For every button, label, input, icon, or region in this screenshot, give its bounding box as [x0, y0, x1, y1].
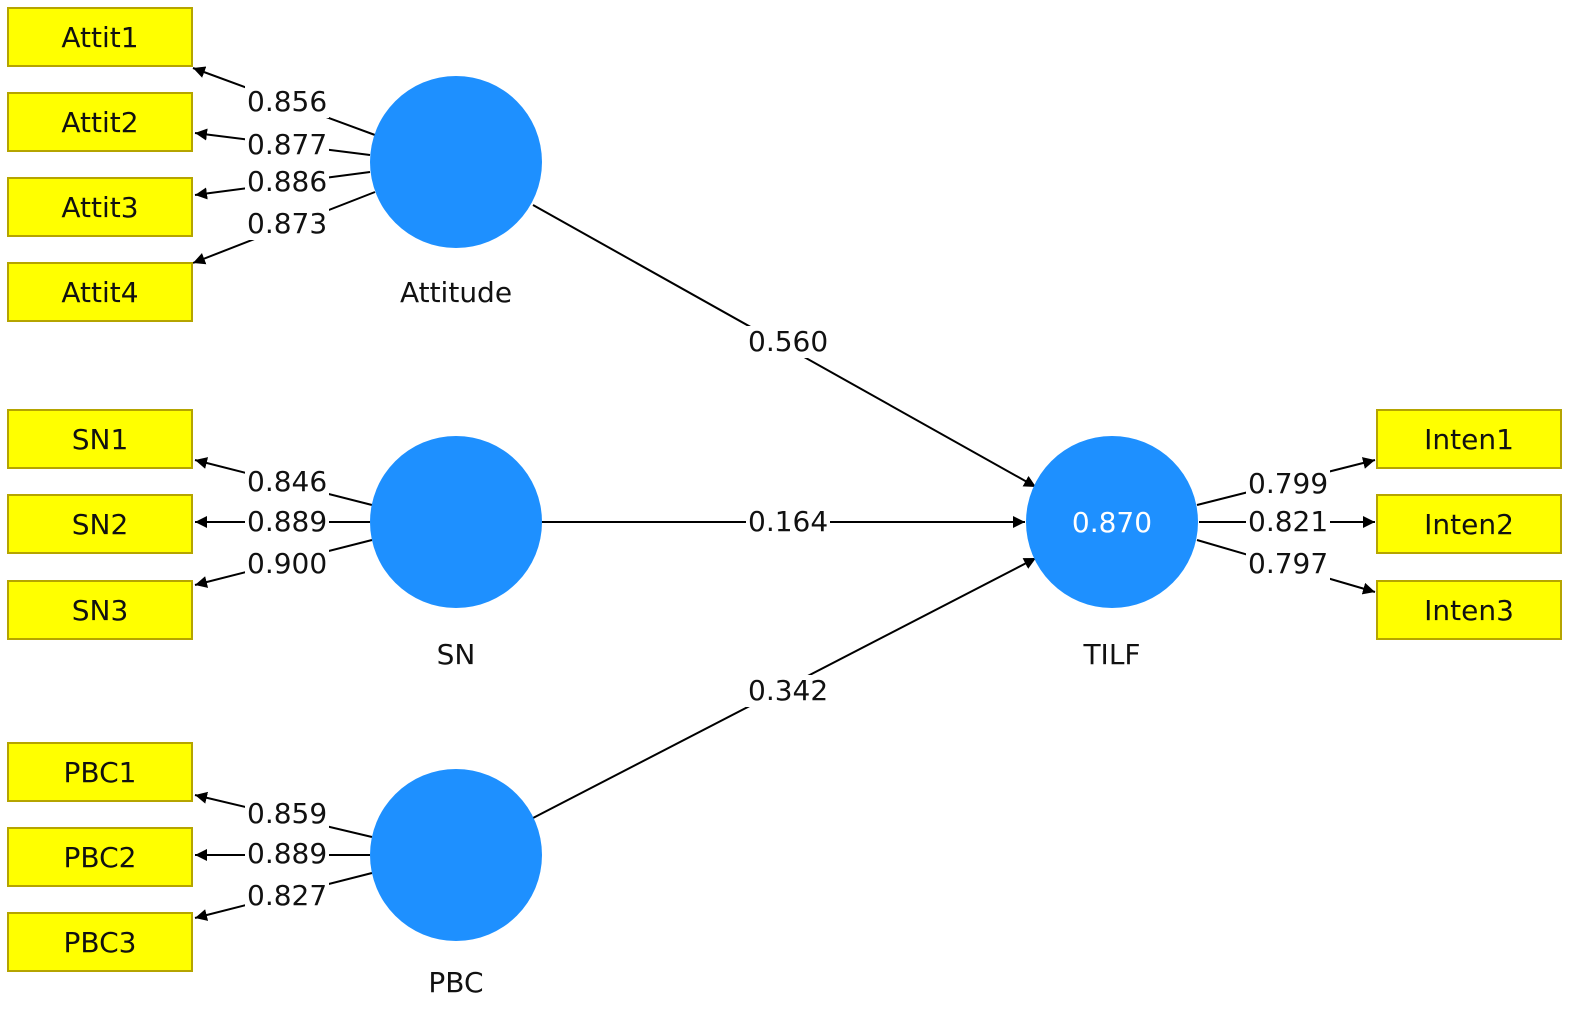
- construct-sn[interactable]: [370, 436, 542, 608]
- loading-pbc3: 0.827: [245, 879, 330, 912]
- construct-value: 0.870: [1071, 505, 1153, 539]
- loading-pbc2: 0.889: [245, 837, 330, 870]
- loading-sn3: 0.900: [245, 547, 330, 580]
- loading-inten1: 0.799: [1246, 467, 1331, 500]
- loading-inten3: 0.797: [1246, 547, 1331, 580]
- loading-attit2: 0.877: [245, 128, 330, 161]
- indicator-attit3[interactable]: Attit3: [7, 177, 193, 237]
- loading-sn2: 0.889: [245, 505, 330, 538]
- indicator-label: Inten2: [1424, 507, 1514, 541]
- path-coef-sn-tilf: 0.164: [746, 505, 831, 538]
- loading-sn1: 0.846: [245, 465, 330, 498]
- indicator-label: SN3: [71, 593, 129, 627]
- indicator-label: PBC1: [63, 755, 137, 789]
- construct-pbc[interactable]: [370, 769, 542, 941]
- indicator-label: Attit1: [61, 20, 139, 54]
- indicator-label: Attit2: [61, 105, 139, 139]
- indicator-sn1[interactable]: SN1: [7, 409, 193, 469]
- indicator-attit4[interactable]: Attit4: [7, 262, 193, 322]
- indicator-sn2[interactable]: SN2: [7, 494, 193, 554]
- path-coef-pbc-tilf: 0.342: [746, 674, 831, 707]
- indicator-inten2[interactable]: Inten2: [1376, 494, 1562, 554]
- indicator-label: Attit3: [61, 190, 139, 224]
- loading-inten2: 0.821: [1246, 505, 1331, 538]
- indicator-label: Inten1: [1424, 422, 1514, 456]
- indicator-label: SN2: [71, 507, 129, 541]
- indicator-pbc3[interactable]: PBC3: [7, 912, 193, 972]
- construct-attitude[interactable]: [370, 76, 542, 248]
- loading-attit3: 0.886: [245, 165, 330, 198]
- indicator-sn3[interactable]: SN3: [7, 580, 193, 640]
- indicator-label: Attit4: [61, 275, 139, 309]
- loading-attit4: 0.873: [245, 207, 330, 240]
- loading-pbc1: 0.859: [245, 797, 330, 830]
- indicator-label: PBC3: [63, 925, 137, 959]
- indicator-pbc1[interactable]: PBC1: [7, 742, 193, 802]
- path-coef-attitude-tilf: 0.560: [746, 325, 831, 358]
- construct-sn-label: SN: [436, 638, 476, 671]
- construct-pbc-label: PBC: [428, 966, 484, 999]
- indicator-label: SN1: [71, 422, 129, 456]
- loading-attit1: 0.856: [245, 85, 330, 118]
- indicator-label: PBC2: [63, 840, 137, 874]
- indicator-attit2[interactable]: Attit2: [7, 92, 193, 152]
- indicator-attit1[interactable]: Attit1: [7, 7, 193, 67]
- indicator-label: Inten3: [1424, 593, 1514, 627]
- indicator-inten3[interactable]: Inten3: [1376, 580, 1562, 640]
- construct-tilf[interactable]: 0.870: [1026, 436, 1198, 608]
- construct-tilf-label: TILF: [1083, 638, 1141, 671]
- indicator-pbc2[interactable]: PBC2: [7, 827, 193, 887]
- indicator-inten1[interactable]: Inten1: [1376, 409, 1562, 469]
- construct-attitude-label: Attitude: [399, 276, 513, 309]
